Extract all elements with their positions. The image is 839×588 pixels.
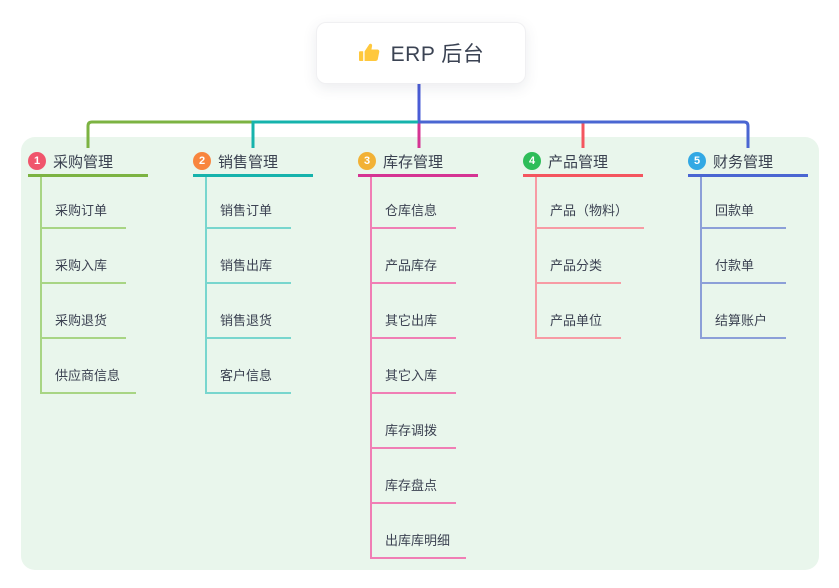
branch-spine-line: [535, 177, 537, 339]
child-node[interactable]: 客户信息: [205, 367, 291, 394]
branch-spine-line: [370, 177, 372, 559]
branch-label: 产品管理: [548, 153, 609, 171]
branch-node-4[interactable]: 4 产品管理: [523, 148, 643, 177]
branch-spine-line: [205, 177, 207, 394]
branch-number-badge: 5: [688, 152, 706, 170]
root-node[interactable]: ERP 后台: [316, 22, 526, 84]
child-node[interactable]: 采购订单: [40, 202, 126, 229]
child-node[interactable]: 销售订单: [205, 202, 291, 229]
child-node[interactable]: 销售出库: [205, 257, 291, 284]
branch-spine-line: [700, 177, 702, 339]
root-title: ERP 后台: [390, 43, 485, 66]
child-node[interactable]: 采购入库: [40, 257, 126, 284]
child-node[interactable]: 仓库信息: [370, 202, 456, 229]
branch-number-badge: 1: [28, 152, 46, 170]
child-node[interactable]: 供应商信息: [40, 367, 137, 394]
child-node[interactable]: 出库库明细: [370, 532, 467, 559]
child-node[interactable]: 其它出库: [370, 312, 456, 339]
branch-number-badge: 4: [523, 152, 541, 170]
branches-panel: [21, 137, 819, 570]
branch-spine-line: [40, 177, 42, 394]
child-node[interactable]: 结算账户: [700, 312, 786, 339]
thumbs-up-icon: [358, 41, 382, 65]
child-node[interactable]: 产品库存: [370, 257, 456, 284]
child-node[interactable]: 产品单位: [535, 312, 621, 339]
branch-label: 销售管理: [218, 153, 279, 171]
child-node[interactable]: 采购退货: [40, 312, 126, 339]
branch-number-badge: 2: [193, 152, 211, 170]
branch-node-2[interactable]: 2 销售管理: [193, 148, 313, 177]
child-node[interactable]: 销售退货: [205, 312, 291, 339]
child-node[interactable]: 付款单: [700, 257, 786, 284]
child-node[interactable]: 库存盘点: [370, 477, 456, 504]
branch-node-3[interactable]: 3 库存管理: [358, 148, 478, 177]
child-node[interactable]: 其它入库: [370, 367, 456, 394]
child-node[interactable]: 产品分类: [535, 257, 621, 284]
child-node[interactable]: 回款单: [700, 202, 786, 229]
child-node[interactable]: 库存调拨: [370, 422, 456, 449]
branch-node-5[interactable]: 5 财务管理: [688, 148, 808, 177]
branch-label: 财务管理: [713, 153, 774, 171]
branch-label: 采购管理: [53, 153, 114, 171]
branch-label: 库存管理: [383, 153, 444, 171]
child-node[interactable]: 产品（物料）: [535, 202, 645, 229]
branch-number-badge: 3: [358, 152, 376, 170]
branch-node-1[interactable]: 1 采购管理: [28, 148, 148, 177]
